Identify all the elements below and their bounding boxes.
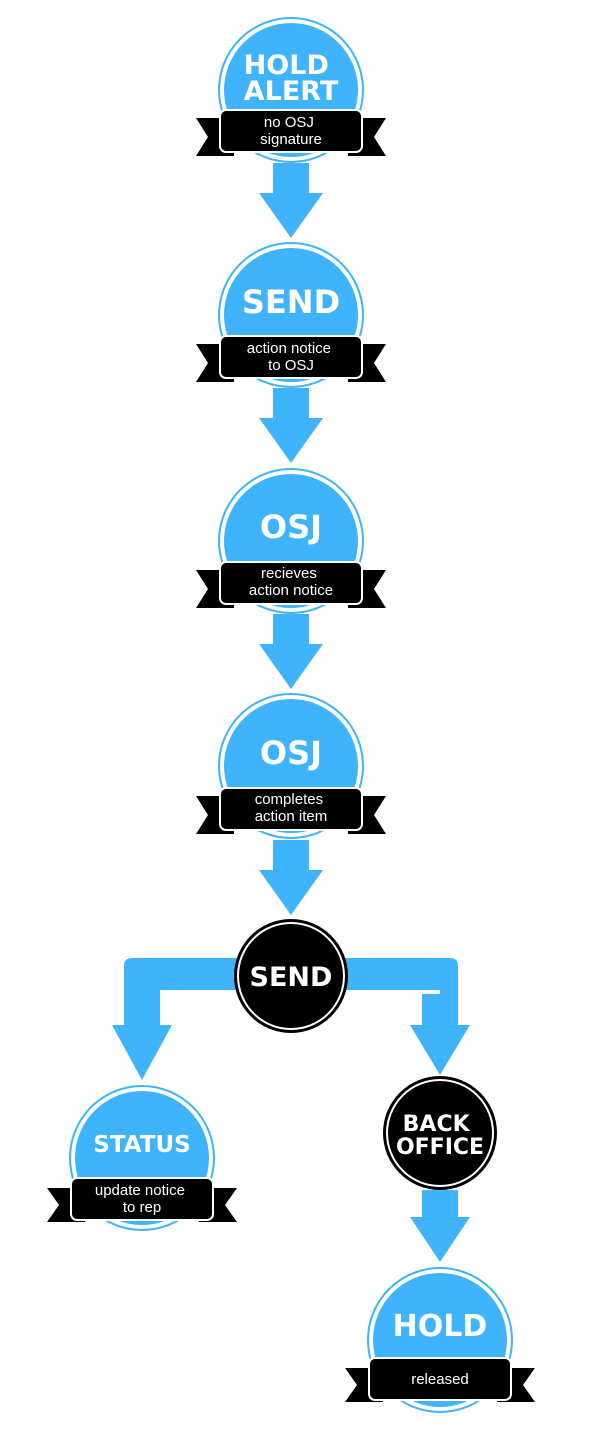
step-hold-released: HOLD released bbox=[345, 1267, 535, 1413]
svg-text:OSJ: OSJ bbox=[260, 734, 322, 772]
arrow-down-icon bbox=[410, 1190, 470, 1262]
svg-text:STATUS: STATUS bbox=[93, 1132, 190, 1158]
ribbon-banner bbox=[196, 109, 386, 156]
svg-text:SEND: SEND bbox=[242, 283, 340, 321]
ribbon-banner bbox=[196, 561, 386, 608]
step-send-split: SEND bbox=[234, 919, 348, 1033]
arrow-down-icon bbox=[259, 388, 323, 463]
ribbon-banner bbox=[345, 1357, 535, 1402]
ribbon-banner bbox=[196, 787, 386, 834]
step-title: ALERT bbox=[244, 76, 339, 107]
step-status-update: STATUS update notice to rep bbox=[47, 1085, 237, 1231]
arrow-down-icon bbox=[259, 163, 323, 238]
step-caption: action item bbox=[255, 808, 328, 825]
step-caption: to OSJ bbox=[268, 357, 314, 374]
step-title: SEND bbox=[250, 962, 333, 993]
step-caption: signature bbox=[260, 131, 322, 148]
svg-text:SEND: SEND bbox=[250, 962, 333, 993]
svg-text:OSJ: OSJ bbox=[260, 508, 322, 546]
step-circle-ring bbox=[386, 1079, 494, 1187]
ribbon-banner bbox=[47, 1177, 237, 1222]
step-title: HOLD bbox=[393, 1309, 488, 1344]
arrow-down-icon bbox=[259, 840, 323, 915]
step-title: OSJ bbox=[260, 508, 322, 546]
step-caption: no OSJ bbox=[264, 114, 314, 131]
svg-text:recieves action notice: recieves action notice bbox=[249, 565, 333, 599]
arrow-down-icon bbox=[259, 614, 323, 689]
step-title: SEND bbox=[242, 283, 340, 321]
step-osj-completes: OSJ completes action item bbox=[196, 693, 386, 839]
step-hold-alert: HOLD ALERT no OSJ signature bbox=[196, 17, 386, 163]
svg-text:update notice to rep: update notice to rep bbox=[95, 1182, 189, 1216]
step-caption: update notice bbox=[95, 1182, 185, 1199]
svg-text:BACK OFFICE: BACK OFFICE bbox=[396, 1112, 484, 1160]
svg-text:HOLD: HOLD bbox=[393, 1309, 488, 1344]
step-title: OSJ bbox=[260, 734, 322, 772]
svg-text:HOLD ALERT: HOLD ALERT bbox=[244, 50, 339, 107]
step-circle bbox=[234, 919, 348, 1033]
step-caption: released bbox=[411, 1371, 469, 1388]
step-title: HOLD bbox=[244, 50, 329, 81]
step-caption: recieves bbox=[261, 565, 317, 582]
step-circle-ring bbox=[237, 922, 345, 1030]
step-caption: to rep bbox=[123, 1199, 161, 1216]
step-title: OFFICE bbox=[396, 1135, 484, 1160]
svg-text:action notice to OSJ: action notice to OSJ bbox=[247, 340, 335, 374]
ribbon-banner bbox=[196, 335, 386, 382]
step-caption: completes bbox=[255, 791, 323, 808]
step-osj-receives: OSJ recieves action notice bbox=[196, 468, 386, 614]
step-caption: action notice bbox=[247, 340, 331, 357]
step-caption: action notice bbox=[249, 582, 333, 599]
arrow-down-icon bbox=[112, 994, 172, 1080]
step-title: BACK bbox=[403, 1112, 471, 1137]
svg-text:completes action item: completes action item bbox=[255, 791, 328, 825]
step-circle bbox=[383, 1076, 497, 1190]
step-back-office: BACK OFFICE bbox=[383, 1076, 497, 1190]
svg-text:no OSJ signature: no OSJ signature bbox=[260, 114, 322, 148]
step-send-action-notice: SEND action notice to OSJ bbox=[196, 242, 386, 388]
arrow-down-icon bbox=[410, 994, 470, 1075]
svg-text:released: released bbox=[411, 1371, 469, 1388]
step-title: STATUS bbox=[93, 1132, 190, 1158]
